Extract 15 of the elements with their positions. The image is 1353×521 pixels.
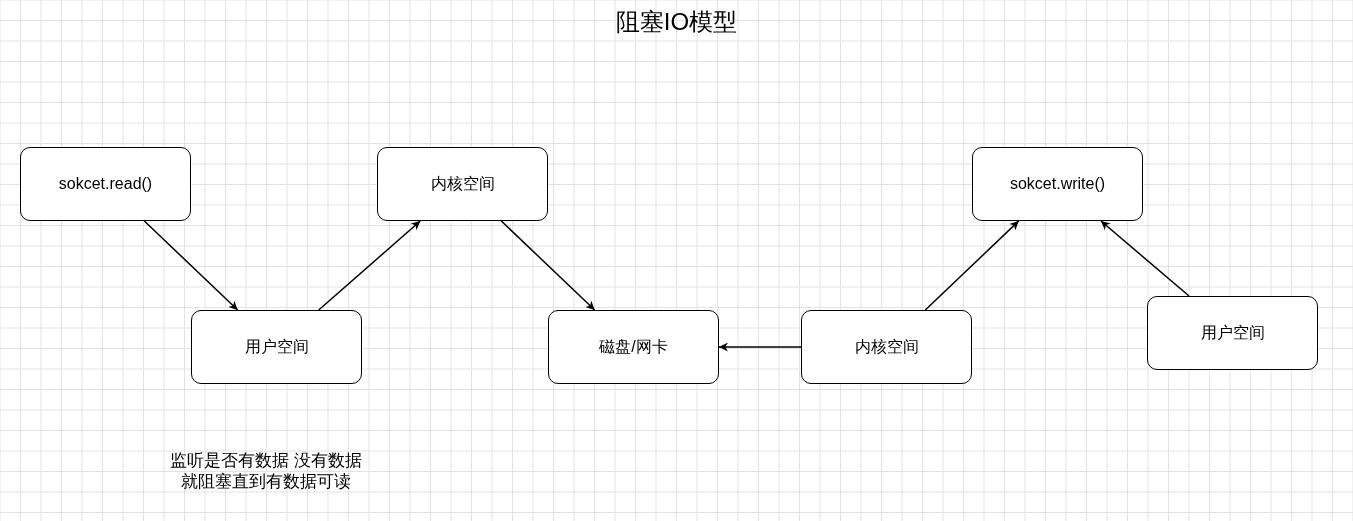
diagram-title: 阻塞IO模型 bbox=[615, 7, 738, 37]
arrow bbox=[1100, 220, 1190, 297]
arrow bbox=[143, 220, 239, 311]
process-box: 用户空间 bbox=[191, 310, 362, 384]
arrow bbox=[317, 220, 422, 311]
process-box: 磁盘/网卡 bbox=[548, 310, 719, 384]
arrow bbox=[718, 342, 802, 352]
arrow bbox=[924, 220, 1020, 311]
process-box: 用户空间 bbox=[1147, 296, 1318, 370]
note-text: 监听是否有数据 没有数据就阻塞直到有数据可读 bbox=[170, 450, 362, 492]
process-box: 内核空间 bbox=[801, 310, 972, 384]
process-box: sokcet.read() bbox=[20, 147, 191, 221]
arrow bbox=[500, 220, 596, 311]
process-box: sokcet.write() bbox=[972, 147, 1143, 221]
process-box: 内核空间 bbox=[377, 147, 548, 221]
